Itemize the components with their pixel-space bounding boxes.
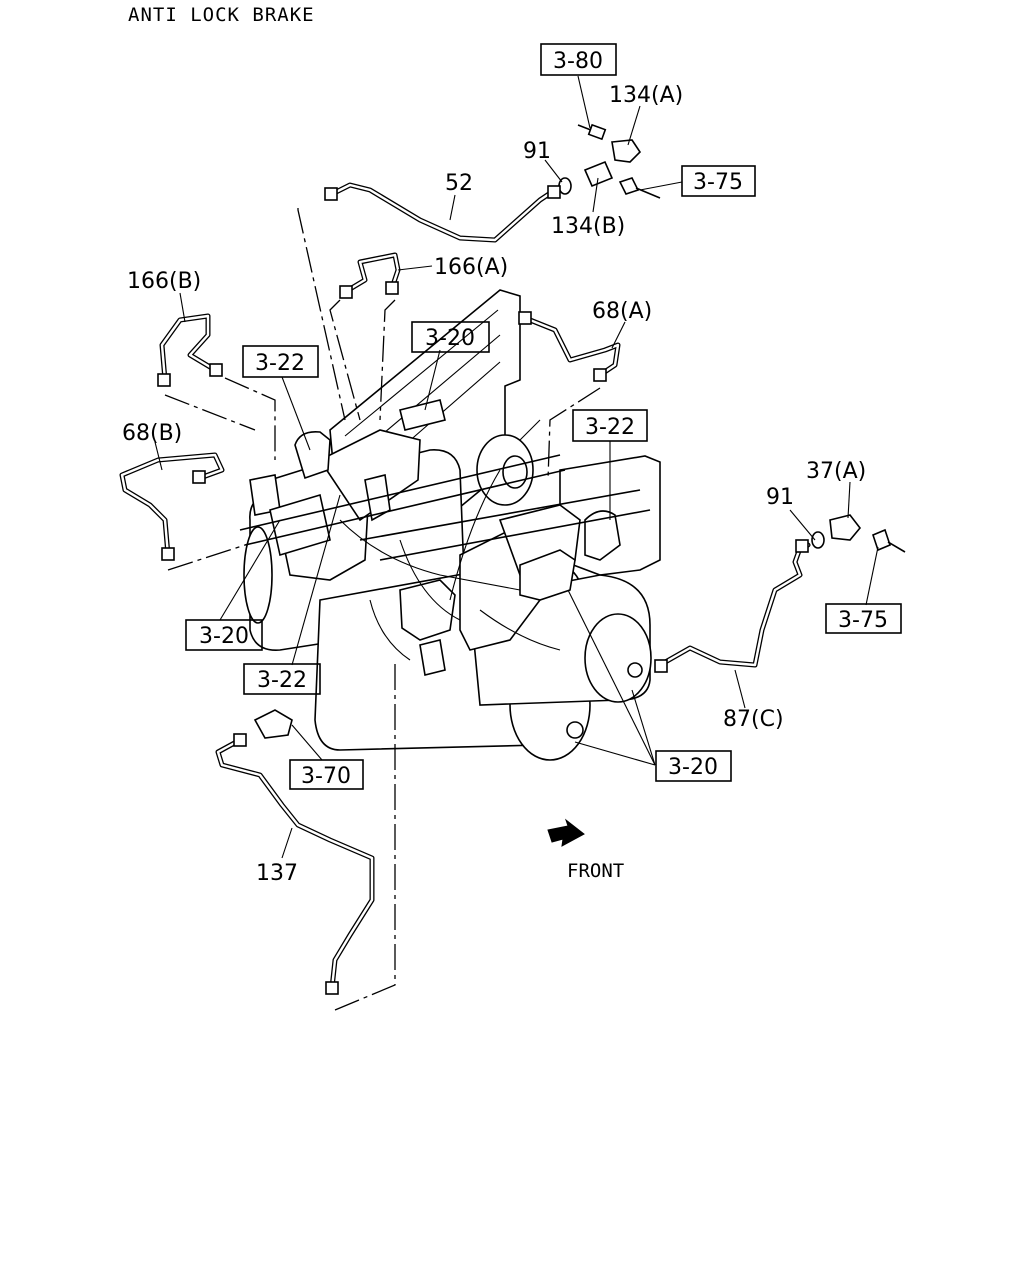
ref-3-80-label: 3-80	[553, 49, 603, 74]
ref-3-75-right-label: 3-75	[838, 608, 888, 633]
ref-box-3-75-right[interactable]: 3-75	[825, 603, 902, 634]
part-166a-label[interactable]: 166(A)	[434, 255, 508, 280]
ref-3-22-left-label: 3-22	[255, 351, 305, 376]
part-137-label[interactable]: 137	[256, 861, 298, 886]
ref-3-22-bottom-label: 3-22	[257, 668, 307, 693]
ref-box-3-20-bottom[interactable]: 3-20	[655, 750, 732, 782]
brake-pipes	[119, 182, 811, 991]
leader-lines	[154, 75, 879, 859]
part-91-right-label[interactable]: 91	[766, 485, 794, 510]
ref-box-3-80[interactable]: 3-80	[540, 43, 617, 76]
ref-3-20-bottom-label: 3-20	[668, 755, 718, 780]
ref-box-3-20-left[interactable]: 3-20	[185, 619, 263, 651]
diagram-title: ANTI LOCK BRAKE	[128, 4, 315, 26]
part-68b-label[interactable]: 68(B)	[122, 421, 182, 446]
ref-box-3-22-right[interactable]: 3-22	[572, 409, 648, 442]
phantom-lines	[164, 208, 601, 1011]
ref-box-3-75-top[interactable]: 3-75	[681, 165, 756, 197]
callouts: 3-80 134(A) 91 52 3-75 134(B) 166(A) 166…	[122, 43, 902, 886]
front-indicator: FRONT	[547, 818, 624, 882]
front-label: FRONT	[567, 860, 624, 882]
part-166b-label[interactable]: 166(B)	[127, 269, 201, 294]
ref-box-3-20-top[interactable]: 3-20	[411, 321, 490, 353]
ref-3-75-top-label: 3-75	[693, 170, 743, 195]
part-87c-label[interactable]: 87(C)	[723, 707, 784, 732]
part-91-top-label[interactable]: 91	[523, 139, 551, 164]
part-37a-label[interactable]: 37(A)	[806, 459, 866, 484]
ref-box-3-22-left[interactable]: 3-22	[242, 345, 319, 378]
part-134a-label[interactable]: 134(A)	[609, 83, 683, 108]
part-68a-label[interactable]: 68(A)	[592, 299, 652, 324]
fittings	[157, 123, 906, 995]
ref-3-70-label: 3-70	[301, 764, 351, 789]
part-134b-label[interactable]: 134(B)	[551, 214, 625, 239]
ref-3-22-right-label: 3-22	[585, 415, 635, 440]
front-arrow-icon	[547, 818, 585, 847]
ref-box-3-22-bottom[interactable]: 3-22	[243, 663, 321, 695]
ref-3-20-top-label: 3-20	[425, 326, 475, 351]
ref-box-3-70[interactable]: 3-70	[289, 759, 364, 790]
part-52-label[interactable]: 52	[445, 171, 473, 196]
ref-3-20-left-label: 3-20	[199, 624, 249, 649]
